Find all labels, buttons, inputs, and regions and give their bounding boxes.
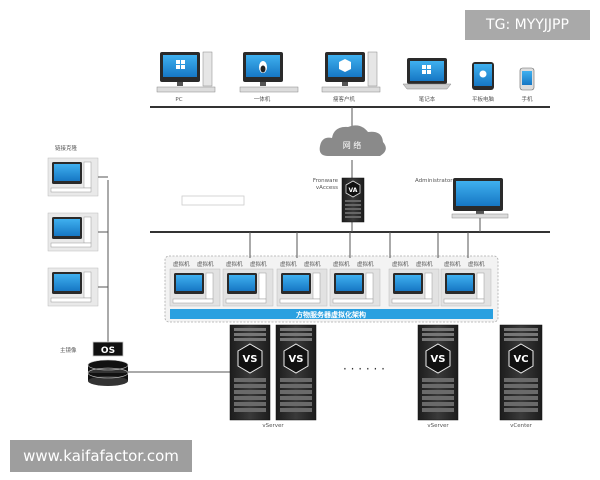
vserver-rack: VS bbox=[229, 324, 271, 421]
client-device: 平板电脑 bbox=[472, 62, 495, 103]
master-image: 主镜像 OS bbox=[60, 341, 232, 386]
database-icon bbox=[87, 359, 129, 386]
watermark-top-right: TG: MYYJJPP bbox=[465, 10, 590, 40]
keyboard-icon bbox=[156, 86, 216, 93]
vm-label: 虚拟机 bbox=[280, 260, 297, 268]
svg-text:VA: VA bbox=[349, 187, 358, 194]
client-device: PC bbox=[156, 51, 216, 103]
box-icon bbox=[339, 59, 351, 72]
client-label: 平板电脑 bbox=[472, 95, 495, 103]
vm-label: 虚拟机 bbox=[392, 260, 409, 268]
client-device: 手机 bbox=[519, 67, 535, 103]
virtualization-bar bbox=[170, 309, 493, 319]
keyboard-icon bbox=[451, 213, 509, 219]
vcenter-label: vCenter bbox=[510, 423, 533, 429]
admin-label: Administrator bbox=[415, 178, 453, 184]
server-badge-icon bbox=[425, 343, 451, 374]
virtual-machine: 虚拟机虚拟机 bbox=[440, 260, 492, 307]
client-label: 手机 bbox=[521, 95, 533, 103]
windows-icon bbox=[176, 60, 185, 69]
client-label: 一体机 bbox=[254, 95, 271, 103]
vaccess-label-line2: vAccess bbox=[316, 185, 338, 191]
vm-label: 虚拟机 bbox=[250, 260, 267, 268]
virtual-machine: 虚拟机虚拟机 bbox=[388, 260, 440, 307]
server-badge-icon bbox=[237, 343, 263, 374]
client-device: 笔记本 bbox=[402, 58, 452, 103]
virtualization-bar-label: 方物服务器虚拟化架构 bbox=[296, 310, 366, 319]
vm-label: 虚拟机 bbox=[333, 260, 350, 268]
admin-workstation: Administrator bbox=[415, 178, 509, 219]
svg-text:OS: OS bbox=[101, 346, 115, 356]
va-badge-icon bbox=[345, 180, 361, 198]
vm-label: 虚拟机 bbox=[444, 260, 461, 268]
linux-icon bbox=[259, 61, 267, 73]
server-badge-label: VC bbox=[513, 354, 528, 365]
vserver-label: vServer bbox=[427, 423, 449, 429]
client-device: 一体机 bbox=[239, 52, 299, 103]
clone-desktop bbox=[47, 212, 108, 252]
vm-label: 虚拟机 bbox=[416, 260, 433, 268]
windows-icon bbox=[422, 65, 431, 74]
vserver-label: vServer bbox=[262, 423, 284, 429]
os-badge-icon bbox=[92, 341, 124, 357]
virtual-machine: 虚拟机虚拟机 bbox=[276, 260, 328, 307]
virtual-machine: 虚拟机虚拟机 bbox=[329, 260, 381, 307]
cloud-label: 网 络 bbox=[343, 140, 362, 150]
client-label: 瘦客户机 bbox=[333, 95, 356, 103]
vaccess-appliance: VA Fronware vAccess bbox=[313, 177, 365, 223]
keyboard-icon bbox=[321, 86, 381, 93]
watermark-bottom-left: www.kaifafactor.com bbox=[10, 440, 192, 472]
client-device: 瘦客户机 bbox=[321, 51, 381, 103]
client-label: PC bbox=[175, 97, 182, 103]
vserver-rack: VS bbox=[275, 324, 317, 421]
vm-label: 虚拟机 bbox=[304, 260, 321, 268]
tower-icon bbox=[202, 51, 213, 87]
vm-label: 虚拟机 bbox=[197, 260, 214, 268]
client-label: 笔记本 bbox=[419, 95, 436, 103]
vm-label: 虚拟机 bbox=[173, 260, 190, 268]
virtual-machine: 虚拟机虚拟机 bbox=[222, 260, 274, 307]
vm-label: 虚拟机 bbox=[226, 260, 243, 268]
master-image-label: 主镜像 bbox=[60, 346, 77, 354]
vm-label: 虚拟机 bbox=[357, 260, 374, 268]
server-ellipsis: · · · · · · bbox=[343, 362, 385, 376]
server-badge-label: VS bbox=[289, 354, 304, 365]
clone-desktop bbox=[47, 267, 108, 307]
server-badge-label: VS bbox=[431, 354, 446, 365]
blank-label-box bbox=[181, 195, 245, 206]
vm-label: 虚拟机 bbox=[468, 260, 485, 268]
keyboard-icon bbox=[239, 86, 299, 93]
virtual-machine: 虚拟机虚拟机 bbox=[169, 260, 221, 307]
server-badge-label: VS bbox=[243, 354, 258, 365]
apple-icon bbox=[479, 70, 487, 78]
clone-desktop bbox=[47, 157, 108, 197]
vaccess-label-line1: Fronware bbox=[313, 178, 339, 184]
vcenter-rack: VC bbox=[499, 324, 543, 421]
server-badge-icon bbox=[508, 343, 534, 374]
network-cloud: 网 络 bbox=[319, 125, 386, 156]
vserver-rack: VS bbox=[417, 324, 459, 421]
tower-icon bbox=[367, 51, 378, 87]
server-badge-icon bbox=[283, 343, 309, 374]
linked-clone-label: 链接克隆 bbox=[55, 144, 78, 152]
